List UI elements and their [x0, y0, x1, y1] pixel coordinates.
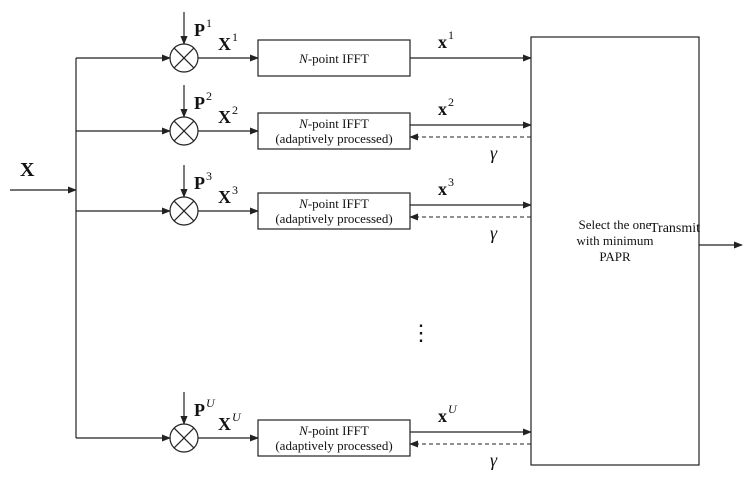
ifft-2-subtitle: (adaptively processed) [275, 131, 392, 146]
ifft-2-title: N-point IFFT [298, 116, 369, 131]
selector-box [530, 36, 700, 466]
ifft-1-rest: -point IFFT [308, 51, 369, 66]
phase-4-label: PU [194, 396, 216, 420]
selector-line-3: PAPR [599, 249, 631, 264]
out-1-label-sup: 1 [448, 28, 454, 42]
out-2-label-base: x [438, 99, 447, 119]
mod-4-label-sup: U [232, 410, 242, 424]
ifft-4-subtitle: (adaptively processed) [275, 438, 392, 453]
phase-1-label-sup: 1 [206, 16, 212, 30]
out-3-label: x3 [438, 175, 454, 199]
out-4-label-base: x [438, 406, 447, 426]
mod-2-label-base: X [218, 107, 231, 127]
ifft-1-n: N [298, 51, 309, 66]
out-2-label-sup: 2 [448, 95, 454, 109]
multiplier-2-cross-b [173, 120, 195, 142]
out-1-label-base: x [438, 32, 447, 52]
mod-3-label-base: X [218, 187, 231, 207]
selector-line-1: Select the one [579, 217, 652, 232]
ifft-2-rest: -point IFFT [308, 116, 369, 131]
input-label: X [20, 159, 35, 181]
mod-3-label-sup: 3 [232, 183, 238, 197]
out-4-label: xU [438, 402, 458, 426]
ifft-2-n: N [298, 116, 309, 131]
mod-1-label-sup: 1 [232, 30, 238, 44]
gamma-3-label: γ [490, 223, 498, 243]
ifft-box-3 [257, 192, 411, 230]
ifft-box-2 [257, 112, 411, 150]
ifft-3-n: N [298, 196, 309, 211]
branch-ellipsis: ⋮ [410, 320, 432, 345]
phase-3-label-sup: 3 [206, 169, 212, 183]
mod-1-label: X1 [218, 30, 238, 54]
mod-4-label-base: X [218, 414, 231, 434]
transmit-label: Transmit [650, 221, 700, 236]
phase-1-label-base: P [194, 20, 205, 40]
gamma-2-label: γ [490, 143, 498, 163]
ifft-4-rest: -point IFFT [308, 423, 369, 438]
phase-4-label-base: P [194, 400, 205, 420]
out-3-label-sup: 3 [448, 175, 454, 189]
out-3-label-base: x [438, 179, 447, 199]
multiplier-3-cross-b [173, 200, 195, 222]
out-1-label: x1 [438, 28, 454, 52]
ifft-4-n: N [298, 423, 309, 438]
ifft-3-rest: -point IFFT [308, 196, 369, 211]
multiplier-1-cross-b [173, 47, 195, 69]
mod-1-label-base: X [218, 34, 231, 54]
ifft-box-4 [257, 419, 411, 457]
mod-3-label: X3 [218, 183, 238, 207]
multiplier-4-cross-b [173, 427, 195, 449]
selector-line-2: with minimum [577, 233, 654, 248]
phase-2-label-sup: 2 [206, 89, 212, 103]
out-2-label: x2 [438, 95, 454, 119]
mod-2-label: X2 [218, 103, 238, 127]
ifft-3-title: N-point IFFT [298, 196, 369, 211]
mod-2-label-sup: 2 [232, 103, 238, 117]
phase-3-label: P3 [194, 169, 212, 193]
ifft-4-title: N-point IFFT [298, 423, 369, 438]
ifft-box-1 [257, 39, 411, 77]
gamma-4-label: γ [490, 450, 498, 470]
phase-2-label-base: P [194, 93, 205, 113]
phase-2-label: P2 [194, 89, 212, 113]
phase-3-label-base: P [194, 173, 205, 193]
ifft-3-subtitle: (adaptively processed) [275, 211, 392, 226]
out-4-label-sup: U [448, 402, 458, 416]
phase-4-label-sup: U [206, 396, 216, 410]
mod-4-label: XU [218, 410, 242, 434]
phase-1-label: P1 [194, 16, 212, 40]
ifft-1-title: N-point IFFT [298, 51, 369, 66]
